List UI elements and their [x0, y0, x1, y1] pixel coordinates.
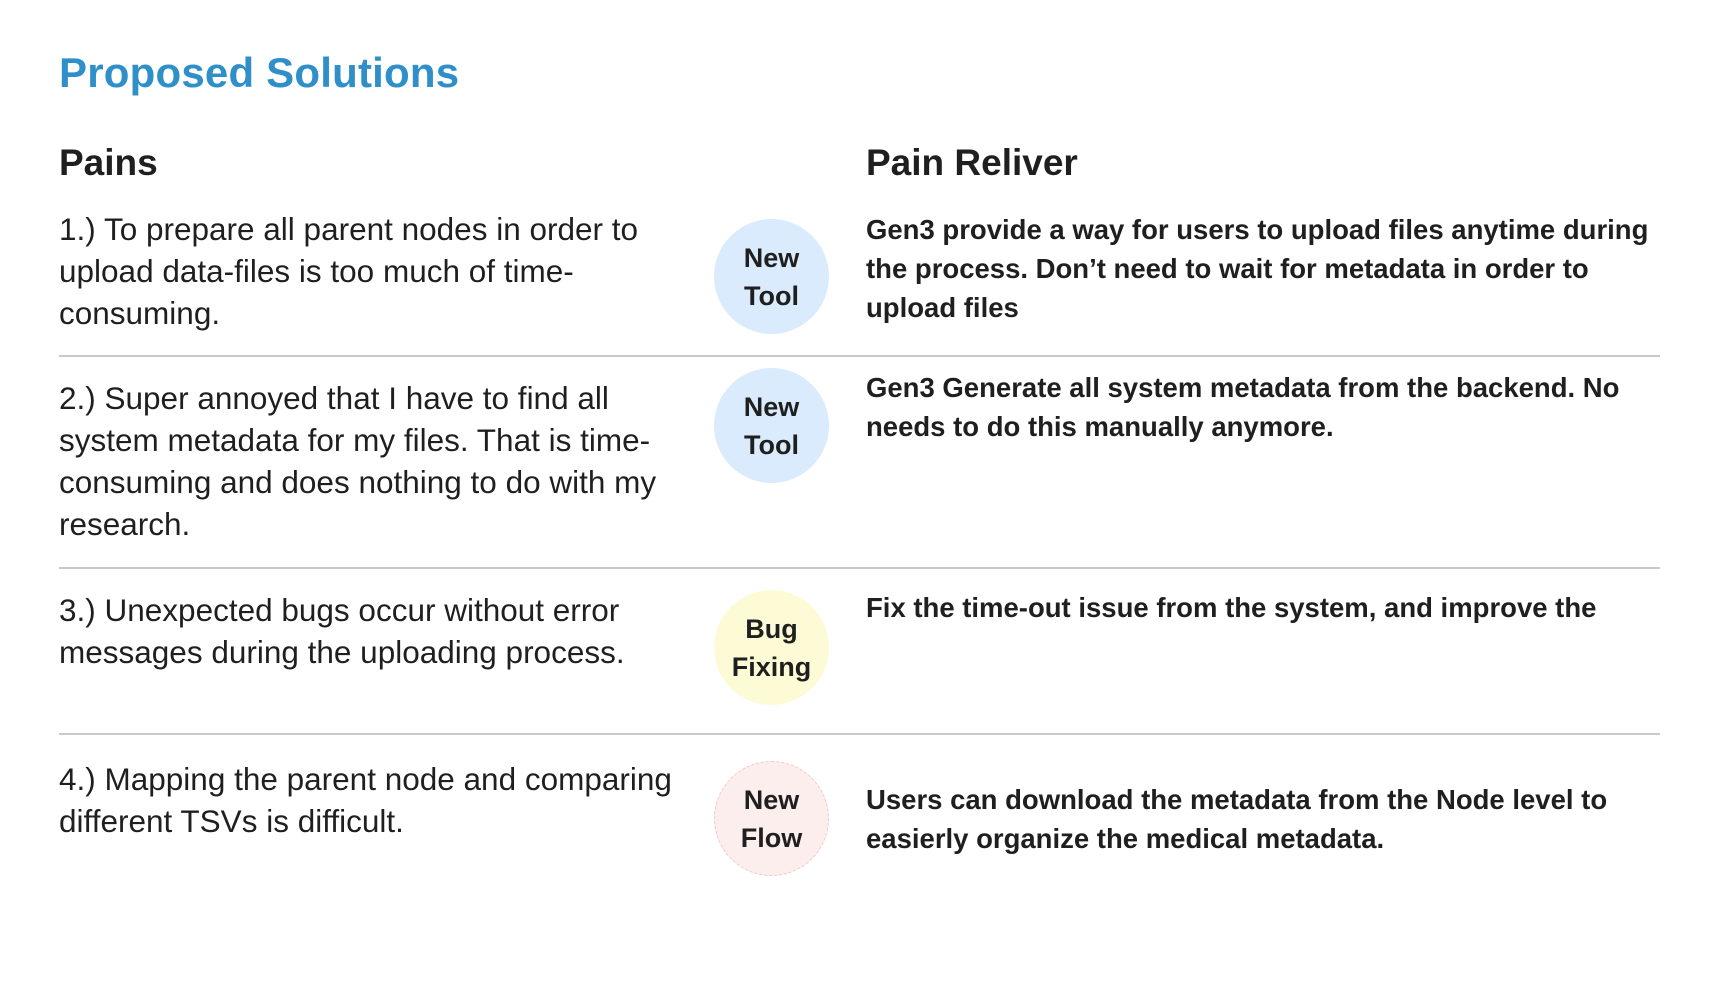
new-flow-badge: New Flow: [714, 761, 829, 876]
badge-label: New Flow: [740, 784, 803, 853]
pain-text: 4.) Mapping the parent node and comparin…: [59, 761, 672, 839]
badge-label: New Tool: [743, 391, 800, 460]
solution-row-4: 4.) Mapping the parent node and comparin…: [59, 758, 1660, 888]
badge-label: New Tool: [743, 242, 800, 311]
badge-label: Bug Fixing: [731, 613, 812, 682]
pain-reliever-column-heading: Pain Reliver: [866, 142, 1078, 183]
solution-row-1: 1.) To prepare all parent nodes in order…: [59, 208, 1660, 353]
solution-row-2: 2.) Super annoyed that I have to find al…: [59, 368, 1660, 562]
row-divider: [59, 567, 1660, 569]
row-divider: [59, 355, 1660, 357]
pain-relief-text: Users can download the metadata from the…: [866, 784, 1608, 854]
pain-relief-text: Gen3 Generate all system metadata from t…: [866, 372, 1620, 442]
new-tool-badge: New Tool: [714, 219, 829, 334]
pain-text: 1.) To prepare all parent nodes in order…: [59, 211, 639, 331]
page-title: Proposed Solutions: [59, 49, 460, 96]
row-divider: [59, 733, 1660, 735]
solution-row-3: 3.) Unexpected bugs occur without error …: [59, 589, 1660, 729]
pain-relief-text: Fix the time-out issue from the system, …: [866, 592, 1597, 623]
pains-column-heading: Pains: [59, 142, 158, 183]
pain-relief-text: Gen3 provide a way for users to upload f…: [866, 214, 1649, 323]
new-tool-badge: New Tool: [714, 368, 829, 483]
pain-text: 3.) Unexpected bugs occur without error …: [59, 592, 625, 670]
bug-fixing-badge: Bug Fixing: [714, 590, 829, 705]
pain-text: 2.) Super annoyed that I have to find al…: [59, 380, 657, 542]
